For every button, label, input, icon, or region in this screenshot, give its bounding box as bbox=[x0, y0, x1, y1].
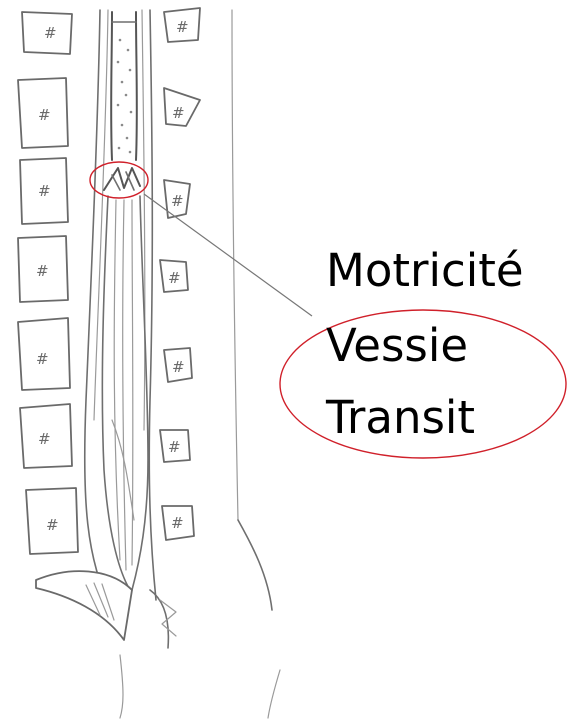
conus-lesion bbox=[104, 168, 140, 190]
leader-line bbox=[144, 194, 312, 316]
label-motricite: Motricité bbox=[326, 244, 524, 297]
svg-text:#: # bbox=[171, 514, 184, 532]
svg-text:#: # bbox=[38, 182, 51, 200]
svg-text:#: # bbox=[168, 269, 181, 287]
spinous-processes: # # # # # # # bbox=[160, 8, 200, 540]
spinous-process-7: # bbox=[162, 506, 194, 540]
svg-text:#: # bbox=[44, 24, 57, 42]
spinous-process-3: # bbox=[164, 180, 190, 218]
svg-text:#: # bbox=[38, 430, 51, 448]
cauda-equina bbox=[102, 196, 148, 590]
vertebra-body-2: # bbox=[18, 78, 68, 148]
vertebra-body-7: # bbox=[26, 488, 78, 554]
svg-text:#: # bbox=[36, 262, 49, 280]
vertebra-body-6: # bbox=[20, 404, 72, 468]
svg-text:#: # bbox=[176, 18, 189, 36]
vertebra-body-5: # bbox=[18, 318, 70, 390]
svg-text:#: # bbox=[36, 350, 49, 368]
vertebral-bodies: # # # # # # # bbox=[18, 12, 78, 554]
vertebra-body-4: # bbox=[18, 236, 68, 302]
label-vessie: Vessie bbox=[326, 319, 468, 372]
spinal-cord-upper bbox=[111, 12, 137, 160]
label-transit: Transit bbox=[325, 391, 475, 444]
vertebra-body-3: # bbox=[20, 158, 68, 224]
function-labels: Motricité Vessie Transit bbox=[325, 244, 524, 444]
spinous-process-5: # bbox=[164, 348, 192, 382]
spinous-process-4: # bbox=[160, 260, 188, 292]
svg-text:#: # bbox=[172, 358, 185, 376]
svg-text:#: # bbox=[46, 516, 59, 534]
lesion-circle bbox=[90, 162, 148, 198]
svg-text:#: # bbox=[168, 438, 181, 456]
svg-text:#: # bbox=[171, 192, 184, 210]
spinous-process-2: # bbox=[164, 88, 200, 126]
vertebra-body-1: # bbox=[22, 12, 72, 54]
spinous-process-1: # bbox=[164, 8, 200, 42]
svg-text:#: # bbox=[172, 104, 185, 122]
svg-text:#: # bbox=[38, 106, 51, 124]
spinous-process-6: # bbox=[160, 430, 190, 462]
